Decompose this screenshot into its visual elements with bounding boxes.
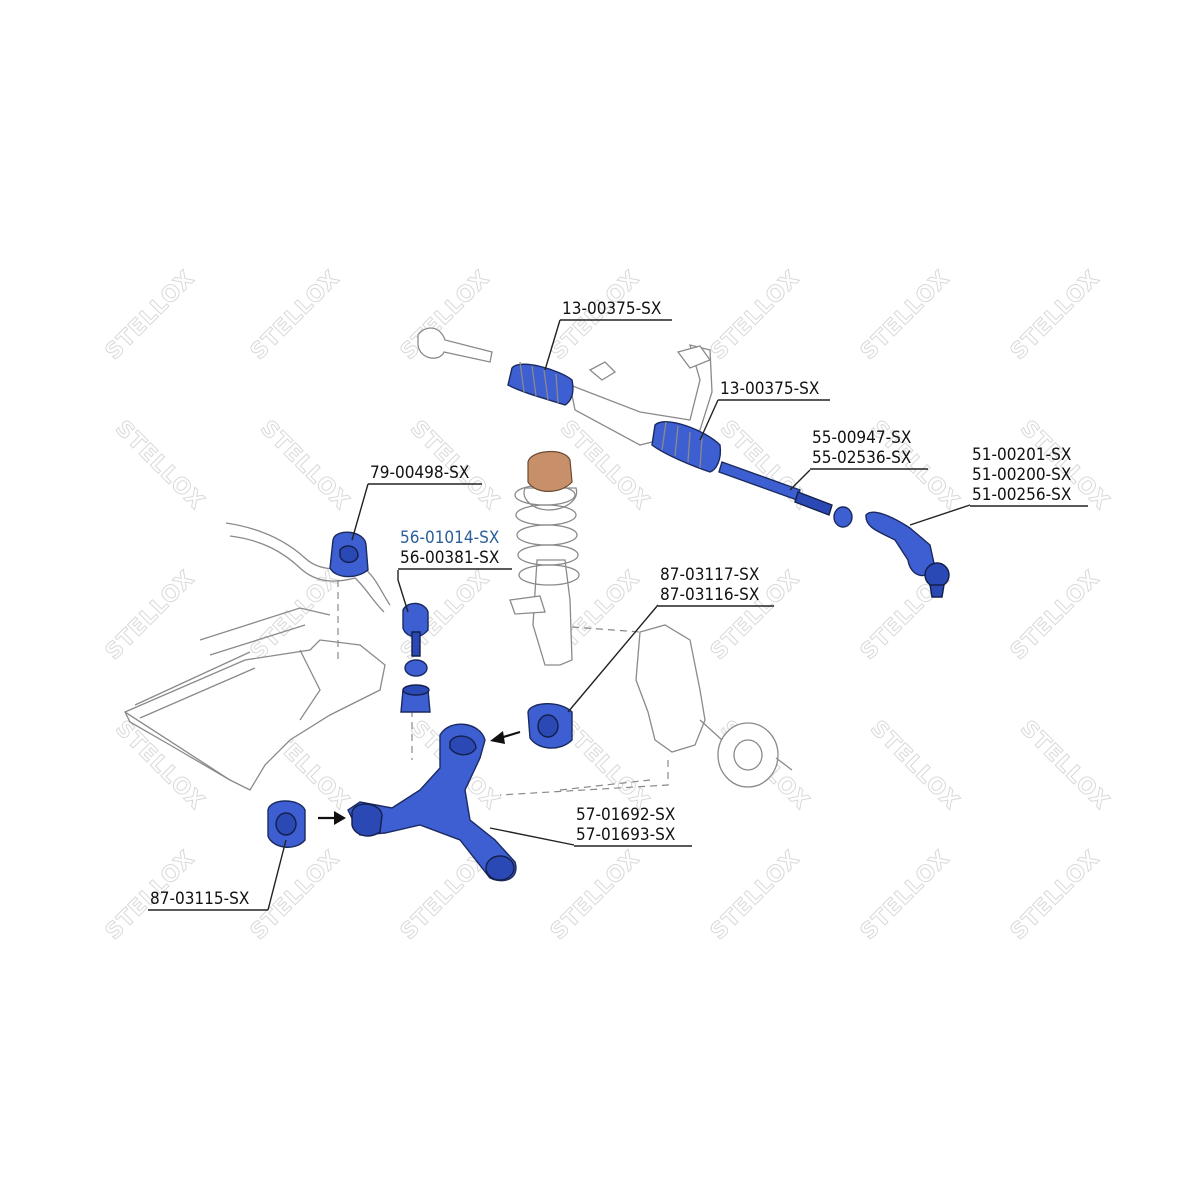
- leader-line: [397, 568, 512, 613]
- leader-line: [544, 319, 672, 371]
- callout-rack-boot-right: 13-00375-SX: [699, 379, 830, 441]
- subframe-outline: [124, 607, 386, 791]
- front-arm-bush-part: [267, 800, 306, 848]
- rear-arm-bush-part: [527, 703, 573, 749]
- watermark-text: STELLOX: [1006, 266, 1105, 365]
- part-number-label: 56-00381-SX: [400, 548, 499, 568]
- part-number-label: 13-00375-SX: [562, 299, 661, 319]
- steering-rack-outline: [569, 344, 713, 446]
- watermark-text: STELLOX: [101, 566, 200, 665]
- part-number-label: 87-03116-SX: [660, 585, 759, 605]
- watermark-text: STELLOX: [706, 266, 805, 365]
- part-number-label: 56-01014-SX: [400, 528, 499, 548]
- watermark-text: STELLOX: [865, 716, 964, 815]
- leader-line: [909, 504, 1088, 526]
- watermark-text: STELLOX: [1015, 716, 1114, 815]
- watermark-text: STELLOX: [1006, 846, 1105, 945]
- watermark-text: STELLOX: [101, 266, 200, 365]
- watermark-text: STELLOX: [856, 846, 955, 945]
- stabilizer-bush-part: [329, 531, 369, 578]
- assembly-arrows: [318, 730, 521, 825]
- watermark-text: STELLOX: [1006, 566, 1105, 665]
- left-tie-rod-outline: [417, 327, 493, 363]
- callout-front-arm-bush: 87-03115-SX: [148, 839, 287, 911]
- part-number-label: 55-00947-SX: [812, 428, 911, 448]
- leader-line: [489, 827, 692, 847]
- part-number-label: 79-00498-SX: [370, 463, 469, 483]
- watermark-text: STELLOX: [246, 266, 345, 365]
- part-number-label: 87-03115-SX: [150, 889, 249, 909]
- watermark-text: STELLOX: [246, 846, 345, 945]
- stabilizer-bar-outline: [225, 522, 391, 613]
- inner-tie-rod-part: [718, 461, 853, 528]
- stabilizer-link-part: [400, 602, 431, 713]
- part-number-label: 51-00256-SX: [972, 485, 1071, 505]
- control-arm-part: [347, 723, 517, 882]
- leader-line: [567, 604, 774, 713]
- watermark-text: STELLOX: [255, 416, 354, 515]
- watermark-text: STELLOX: [546, 846, 645, 945]
- watermark-text: STELLOX: [706, 846, 805, 945]
- leader-line: [351, 483, 482, 541]
- callout-stabilizer-bush: 79-00498-SX: [351, 463, 482, 541]
- leader-line: [789, 468, 928, 491]
- assembly-dash-lines: [337, 580, 669, 796]
- rack-boot-left-part: [507, 361, 574, 406]
- part-number-label: 13-00375-SX: [720, 379, 819, 399]
- part-number-label: 51-00200-SX: [972, 465, 1071, 485]
- part-number-label: 57-01693-SX: [576, 825, 675, 845]
- leader-line: [148, 839, 287, 911]
- watermark-text: STELLOX: [110, 416, 209, 515]
- callout-rack-boot-left: 13-00375-SX: [544, 299, 672, 371]
- tie-rod-end-part: [865, 511, 950, 598]
- knuckle-hub-outline: [635, 624, 793, 788]
- part-number-label: 51-00201-SX: [972, 445, 1071, 465]
- part-number-label: 87-03117-SX: [660, 565, 759, 585]
- rack-boot-right-part: [651, 421, 722, 473]
- leader-line: [699, 399, 830, 441]
- callouts-layer: 13-00375-SX 13-00375-SX 55-00947-SX55-0253…: [148, 299, 1088, 911]
- strut-spring-outline: [509, 451, 580, 666]
- part-number-label: 57-01692-SX: [576, 805, 675, 825]
- watermark-text: STELLOX: [856, 266, 955, 365]
- part-number-label: 55-02536-SX: [812, 448, 911, 468]
